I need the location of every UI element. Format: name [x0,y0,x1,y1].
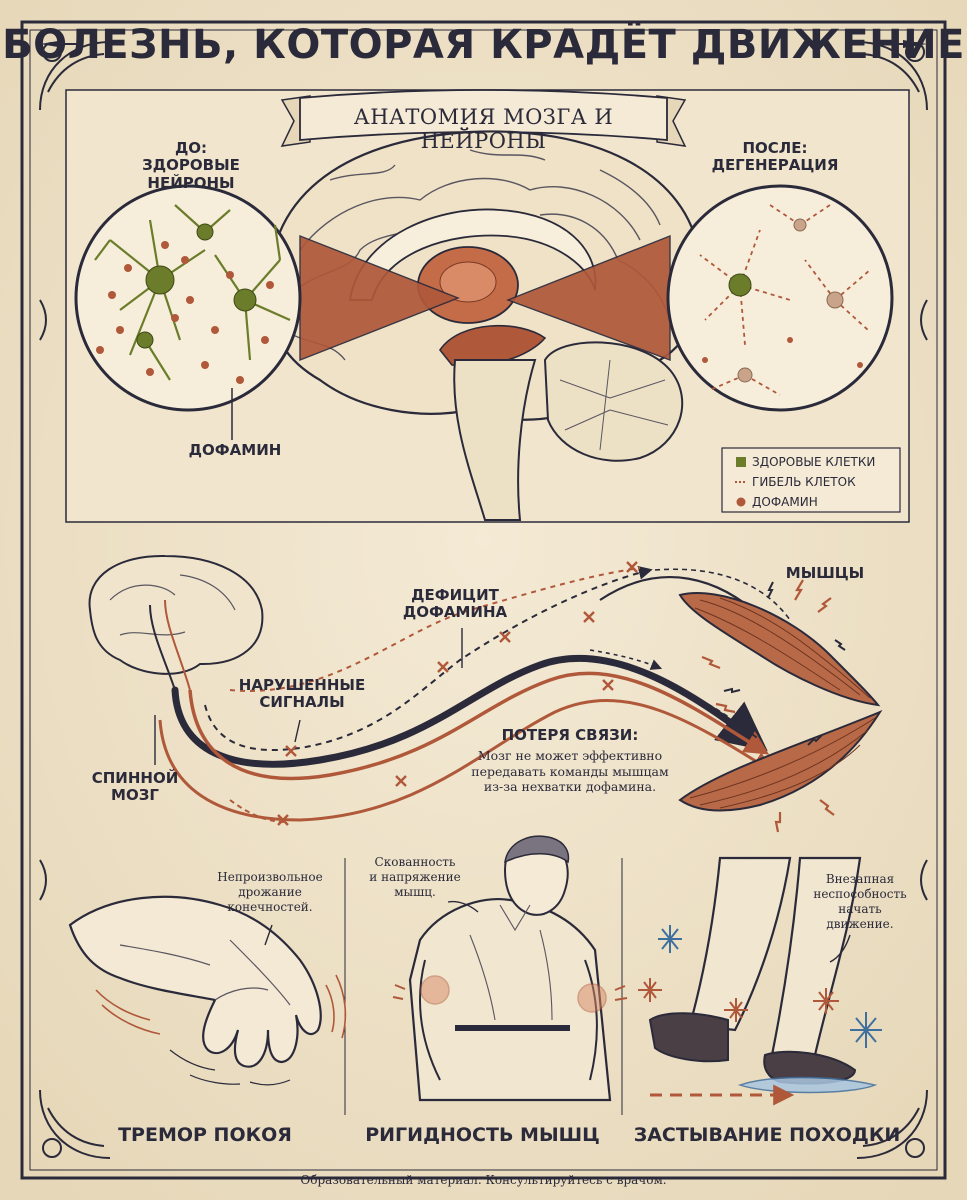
loss-text: Мозг не может эффективно передавать кома… [465,748,675,795]
freezing-note-line4: движение. [826,917,894,931]
legend-box [721,447,901,513]
section-banner: АНАТОМИЯ МОЗГА И НЕЙРОНЫ [353,105,614,154]
rigidity-note-pointer [447,900,479,913]
after-label-line1: ПОСЛЕ: [742,139,808,157]
panel-title-tremor: ТРЕМОР ПОКОЯ [118,1124,292,1146]
deficit-label: ДЕФИЦИТ ДОФАМИНА [385,586,525,622]
tremor-note-line1: Непроизвольное [217,870,323,884]
dotted-arrow-icon [730,477,752,487]
tremor-note-line3: конечностей. [227,900,313,914]
panel-title-rigidity: РИГИДНОСТЬ МЫШЦ [365,1124,600,1146]
legend: ЗДОРОВЫЕ КЛЕТКИ ГИБЕЛЬ КЛЕТОК ДОФАМИН [730,452,900,512]
snowflake-icon-rust [638,978,839,1022]
freezing-note-line3: начать [838,902,882,916]
panel-title-freezing: ЗАСТЫВАНИЕ ПОХОДКИ [633,1124,901,1146]
snowflake-icon [658,925,882,1048]
legend-healthy-label: ЗДОРОВЫЕ КЛЕТКИ [752,455,876,469]
rigid-man [392,835,628,1102]
loss-text-line3: из-за нехватки дофамина. [483,779,657,795]
dopamine-label: ДОФАМИН [188,441,282,459]
corner-ornaments [39,41,928,1159]
broken-line1: НАРУШЕННЫЕ [238,676,366,694]
spine-line2: МОЗГ [111,786,159,805]
muscles-label: МЫШЦЫ [785,564,865,582]
freezing-note-line1: Внезапная [825,872,895,886]
deficit-line1: ДЕФИЦИТ [411,586,499,604]
degeneration-lens [666,184,894,412]
page-title: БОЛЕЗНЬ, КОТОРАЯ КРАДЁТ ДВИЖЕНИЕ [2,22,965,68]
signal-pathways [158,565,791,823]
deficit-line2: ДОФАМИНА [402,603,508,622]
healthy-neurons-lens [74,184,302,412]
spinal-cord-label: СПИННОЙ МОЗГ [80,769,190,805]
tremor-hand [68,895,347,1086]
freezing-legs [648,856,878,1106]
broken-signals-label: НАРУШЕННЫЕ СИГНАЛЫ [232,676,372,712]
legend-item-death: ГИБЕЛЬ КЛЕТОК [730,472,900,492]
ribbon-banner [280,89,687,147]
before-label-line1: ДО: [174,139,208,157]
rigidity-note-line2: и напряжение [369,870,461,884]
outer-frame [20,20,947,1180]
tremor-note: Непроизвольное дрожание конечностей. [205,870,335,915]
leader-lines [154,628,463,765]
healthy-cell-icon [730,457,752,467]
brain-cross-section [268,130,703,521]
before-label: ДО: ЗДОРОВЫЕ НЕЙРОНЫ [96,139,286,192]
legend-death-label: ГИБЕЛЬ КЛЕТОК [752,475,856,489]
legend-item-healthy: ЗДОРОВЫЕ КЛЕТКИ [730,452,900,472]
spine-line1: СПИННОЙ [91,769,179,787]
legend-dopamine-label: ДОФАМИН [752,495,818,509]
loss-text-line1: Мозг не может эффективно [477,748,663,763]
pathway-brain [88,554,264,691]
footer-disclaimer: Образовательный материал. Консультируйте… [300,1173,667,1187]
rigidity-note-line1: Скованность [374,855,456,869]
rigidity-note: Скованность и напряжение мышц. [365,855,465,900]
title-flourishes [40,40,927,48]
after-label-line2: ДЕГЕНЕРАЦИЯ [711,156,839,175]
dopamine-dot-icon [730,497,752,507]
rigidity-note-line3: мышц. [394,885,436,899]
before-label-line2: ЗДОРОВЫЕ НЕЙРОНЫ [142,156,240,192]
after-label: ПОСЛЕ: ДЕГЕНЕРАЦИЯ [690,139,860,175]
loss-title: ПОТЕРЯ СВЯЗИ: [501,726,639,744]
inner-frame [29,29,938,1171]
freezing-note-line2: неспособность [813,887,907,901]
loss-text-line2: передавать команды мышцам [471,763,669,779]
legend-item-dopamine: ДОФАМИН [730,492,900,512]
tremor-note-line2: дрожание [238,885,302,899]
broken-line2: СИГНАЛЫ [259,693,345,712]
freezing-note-pointer [829,934,851,963]
broken-signal-marks [277,561,638,826]
muscles [678,579,883,833]
freezing-note: Внезапная неспособность начать движение. [810,872,910,932]
tremor-note-pointer [264,924,273,946]
